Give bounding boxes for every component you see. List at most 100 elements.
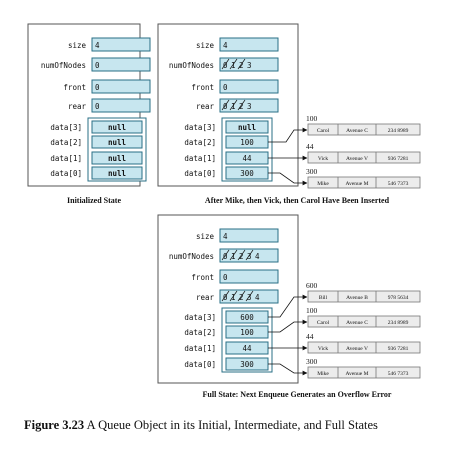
pointer-arrow xyxy=(268,172,308,186)
crossed-value: 3 xyxy=(247,293,252,302)
crossed-value: 0 xyxy=(223,293,228,302)
field-label: size xyxy=(68,41,87,50)
figure-title: A Queue Object in its Initial, Intermedi… xyxy=(86,418,378,432)
node-name: Bill xyxy=(319,295,328,301)
array-label: data[3] xyxy=(50,123,82,132)
node-street: Avenue C xyxy=(346,320,368,326)
field-label: front xyxy=(191,83,214,92)
field-value: 0 xyxy=(95,83,100,92)
crossed-value: 1 xyxy=(231,61,236,70)
node-address: 44 xyxy=(306,142,314,151)
strike-mark xyxy=(237,58,246,70)
field-label: rear xyxy=(68,102,87,111)
strike-mark xyxy=(221,249,230,261)
node-name: Vick xyxy=(318,156,329,162)
array-label: data[0] xyxy=(50,169,82,178)
array-value: 44 xyxy=(242,154,252,163)
panel-caption: Initialized State xyxy=(67,196,121,205)
strike-mark xyxy=(237,99,246,111)
array-label: data[3] xyxy=(184,123,216,132)
array-value: 44 xyxy=(242,344,252,353)
array-label: data[2] xyxy=(184,138,216,147)
strike-mark xyxy=(245,249,254,261)
node-phone: 546 7373 xyxy=(388,181,409,187)
crossed-value: 3 xyxy=(247,252,252,261)
array-label: data[2] xyxy=(184,328,216,337)
field-label: size xyxy=(196,232,215,241)
crossed-value: 0 xyxy=(223,61,228,70)
strike-mark xyxy=(221,58,230,70)
field-value: 0 xyxy=(223,273,228,282)
figure-caption: Figure 3.23 A Queue Object in its Initia… xyxy=(24,418,444,433)
crossed-value: 1 xyxy=(231,102,236,111)
array-cell xyxy=(91,135,143,149)
array-value: null xyxy=(238,123,256,132)
node-name: Carol xyxy=(317,320,330,326)
node-box xyxy=(307,151,421,164)
crossed-value: 1 xyxy=(231,252,236,261)
field-box xyxy=(219,57,279,72)
field-box xyxy=(219,79,279,94)
crossed-value: 2 xyxy=(239,293,244,302)
field-value: 4 xyxy=(223,41,228,50)
array-cell xyxy=(91,166,143,180)
pointer-arrow xyxy=(268,294,308,318)
panel-caption: Full State: Next Enqueue Generates an Ov… xyxy=(203,390,392,399)
field-box xyxy=(91,37,151,52)
field-box xyxy=(91,98,151,113)
field-value: 0 xyxy=(95,102,100,111)
field-value: 4 xyxy=(95,41,100,50)
array-cell xyxy=(91,151,143,165)
strike-mark xyxy=(229,290,238,302)
field-label: size xyxy=(196,41,215,50)
array-value: null xyxy=(108,169,126,178)
strike-mark xyxy=(229,58,238,70)
node-street: Avenue M xyxy=(346,181,369,187)
field-box xyxy=(219,269,279,284)
array-value: 100 xyxy=(240,328,254,337)
node-address: 300 xyxy=(306,357,318,366)
pointer-arrow xyxy=(268,319,308,333)
node-phone: 234 8989 xyxy=(388,128,409,134)
field-value: 3 xyxy=(247,61,252,70)
node-phone: 546 7373 xyxy=(388,371,409,377)
array-value: null xyxy=(108,154,126,163)
field-value: 4 xyxy=(255,293,260,302)
node-street: Avenue V xyxy=(346,156,368,162)
array-value: 100 xyxy=(240,138,254,147)
panel-caption: After Mike, then Vick, then Carol Have B… xyxy=(205,196,390,205)
node-name: Mike xyxy=(317,371,329,377)
crossed-value: 2 xyxy=(239,252,244,261)
node-box xyxy=(307,315,421,328)
strike-mark xyxy=(221,290,230,302)
field-label: numOfNodes xyxy=(169,252,214,261)
array-value: null xyxy=(108,123,126,132)
node-box xyxy=(307,341,421,354)
strike-mark xyxy=(229,99,238,111)
strike-mark xyxy=(237,290,246,302)
node-name: Mike xyxy=(317,181,329,187)
crossed-value: 0 xyxy=(223,252,228,261)
field-value: 0 xyxy=(223,83,228,92)
node-box xyxy=(307,123,421,136)
figure-label: Figure 3.23 xyxy=(24,418,85,432)
field-label: rear xyxy=(196,293,215,302)
node-box xyxy=(307,176,421,189)
node-street: Avenue V xyxy=(346,346,368,352)
pointer-arrow xyxy=(268,363,308,376)
field-label: numOfNodes xyxy=(169,61,214,70)
field-box xyxy=(219,228,279,243)
node-street: Avenue B xyxy=(346,295,368,301)
array-value: null xyxy=(108,138,126,147)
crossed-value: 2 xyxy=(239,102,244,111)
node-address: 300 xyxy=(306,167,318,176)
array-label: data[0] xyxy=(184,360,216,369)
field-value: 4 xyxy=(223,232,228,241)
node-phone: 978 5634 xyxy=(388,295,409,301)
array-label: data[1] xyxy=(184,344,216,353)
node-address: 100 xyxy=(306,306,318,315)
array-label: data[1] xyxy=(50,154,82,163)
array-label: data[3] xyxy=(184,313,216,322)
array-value: 300 xyxy=(240,169,254,178)
array-value: 300 xyxy=(240,360,254,369)
